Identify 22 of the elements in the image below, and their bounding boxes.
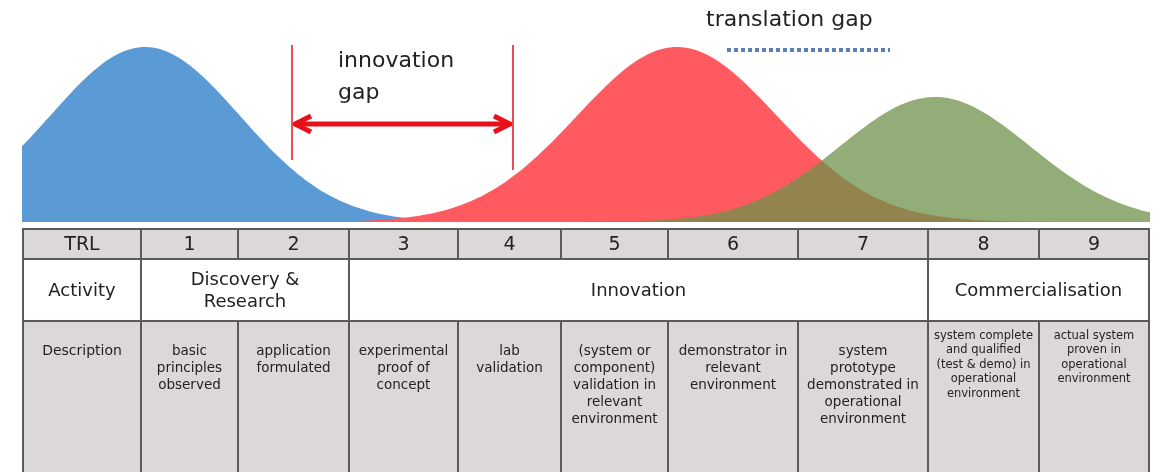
table-cell: application formulated [237, 320, 350, 472]
table-cell: 1 [140, 228, 239, 260]
table-cell: 7 [797, 228, 929, 260]
table-cell: (system or component) validation in relevant environment [560, 320, 669, 472]
table-cell: lab validation [457, 320, 562, 472]
table-cell: actual system proven in operational environment [1038, 320, 1150, 472]
annotation-text: innovation gap [338, 46, 456, 106]
table-cell: 5 [560, 228, 669, 260]
table-cell: Description [22, 320, 142, 472]
table-cell: basic principles observed [140, 320, 239, 472]
table-cell: 9 [1038, 228, 1150, 260]
annotation-text: translation gap [706, 6, 873, 31]
table-cell: 8 [927, 228, 1040, 260]
table-cell: 4 [457, 228, 562, 260]
table-cell: 2 [237, 228, 350, 260]
table-cell: demonstrator in relevant environment [667, 320, 799, 472]
table-cell: experimental proof of concept [348, 320, 459, 472]
table-cell: 6 [667, 228, 799, 260]
table-cell: TRL [22, 228, 142, 260]
table-cell: 3 [348, 228, 459, 260]
table-cell: system complete and qualified (test & demo) in operational environment [927, 320, 1040, 472]
table-cell: system prototype demonstrated in operational environment [797, 320, 929, 472]
